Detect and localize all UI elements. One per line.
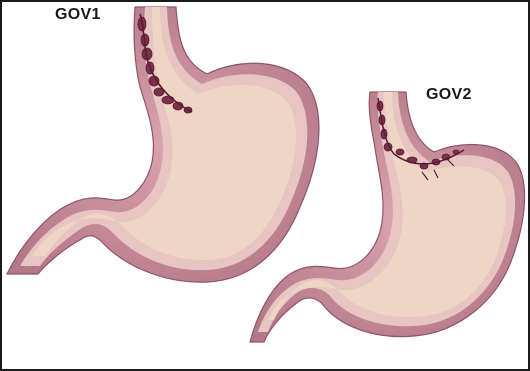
stomach-gov1	[7, 7, 319, 282]
label-gov2: GOV2	[426, 86, 472, 104]
label-gov1: GOV1	[55, 6, 101, 24]
